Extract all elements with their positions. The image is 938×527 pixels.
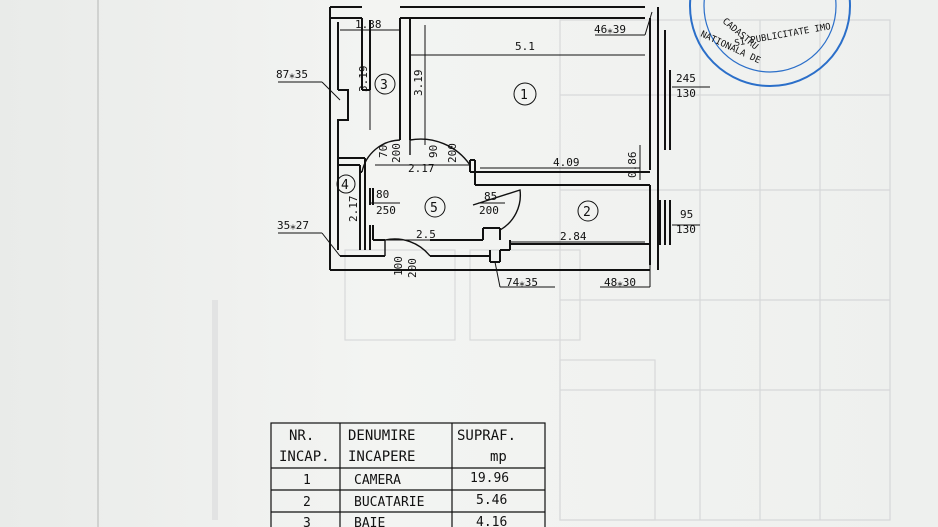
dim-250: 250 xyxy=(376,204,396,217)
dim-2-5: 2.5 xyxy=(416,228,436,241)
dim-90: 90 xyxy=(427,145,440,158)
col-header-name-line2: INCAPERE xyxy=(348,449,415,465)
dim-85: 85 xyxy=(484,190,497,203)
dim-74x35: 74⁎35 xyxy=(506,276,538,289)
bleed-through-background xyxy=(97,0,891,527)
dim-200-c: 200 xyxy=(479,204,499,217)
stamp-text-3: SI PUBLICITATE IMO xyxy=(734,22,832,49)
row-3-nr: 3 xyxy=(303,516,311,527)
dim-100: 100 xyxy=(392,256,405,276)
col-header-area-line2: mp xyxy=(490,449,507,465)
walls xyxy=(329,6,671,271)
dim-48x30: 48⁎30 xyxy=(604,276,636,289)
room-number-5: 5 xyxy=(430,201,438,216)
dim-46x39: 46⁎39 xyxy=(594,23,626,36)
dim-2-17-v: 2.17 xyxy=(347,196,360,223)
dim-3-19-b: 3.19 xyxy=(412,70,425,97)
dim-130-a: 130 xyxy=(676,87,696,100)
row-3-name: BAIE xyxy=(354,516,385,527)
room-numbers: 1 2 3 4 5 xyxy=(336,73,599,222)
row-1-name: CAMERA xyxy=(354,473,401,488)
dim-70: 70 xyxy=(377,145,390,158)
dim-95: 95 xyxy=(680,208,693,221)
dimension-labels: 1.38 5.1 46⁎39 87⁎35 3.19 3.19 245 130 7… xyxy=(276,18,696,289)
room-number-3: 3 xyxy=(380,78,388,93)
dim-1-38: 1.38 xyxy=(355,18,382,31)
dim-200-a: 200 xyxy=(390,143,403,163)
dim-0-86: 0.86 xyxy=(626,152,639,179)
col-header-nr-line2: INCAP. xyxy=(279,449,330,465)
row-2-nr: 2 xyxy=(303,495,311,510)
room-number-2: 2 xyxy=(583,205,591,220)
col-header-area-line1: SUPRAF. xyxy=(457,428,516,444)
rooms-table: NR. INCAP. DENUMIRE INCAPERE SUPRAF. mp … xyxy=(270,422,546,527)
col-header-name-line1: DENUMIRE xyxy=(348,428,415,444)
col-header-nr-line1: NR. xyxy=(289,428,314,444)
room-number-1: 1 xyxy=(520,88,528,103)
dim-130-b: 130 xyxy=(676,223,696,236)
doors xyxy=(361,138,522,257)
dim-2-84: 2.84 xyxy=(560,230,587,243)
row-1-nr: 1 xyxy=(303,473,311,488)
dim-245: 245 xyxy=(676,72,696,85)
row-1-area: 19.96 xyxy=(470,471,509,486)
dim-35x27: 35⁎27 xyxy=(277,219,309,232)
dim-200-d: 200 xyxy=(406,258,419,278)
row-3-area: 4.16 xyxy=(476,515,507,527)
dim-200-b: 200 xyxy=(446,143,459,163)
room-number-4: 4 xyxy=(341,178,349,193)
row-2-name: BUCATARIE xyxy=(354,495,424,510)
dim-87x35: 87⁎35 xyxy=(276,68,308,81)
row-2-area: 5.46 xyxy=(476,493,507,508)
official-stamp: CADASTRU NATIONALA DE SI PUBLICITATE IMO xyxy=(689,0,851,87)
dim-80: 80 xyxy=(376,188,389,201)
dim-4-09: 4.09 xyxy=(553,156,580,169)
dim-5-1: 5.1 xyxy=(515,40,535,53)
dim-2-17-h: 2.17 xyxy=(408,162,435,175)
dimension-lines xyxy=(278,11,710,288)
dim-3-19-a: 3.19 xyxy=(357,66,370,93)
